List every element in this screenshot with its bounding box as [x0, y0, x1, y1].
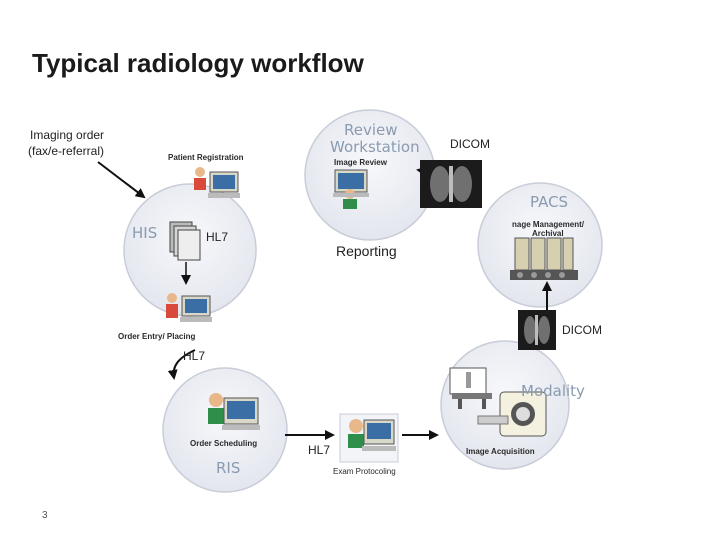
hl7-left-label: HL7 [183, 349, 206, 363]
xray-image-bottom [518, 310, 556, 350]
mri-scanner-icon [477, 391, 547, 437]
modality-title: Modality [521, 382, 585, 400]
xray-image-top [420, 160, 482, 208]
hl7-bottom-label: HL7 [308, 443, 331, 457]
imaging-order-label: Imaging order [30, 128, 105, 142]
hl7-his-label: HL7 [206, 230, 229, 244]
review-title: Review [344, 121, 398, 139]
order-scheduling-icon [208, 393, 260, 430]
image-review-icon [333, 169, 369, 209]
order-scheduling-caption: Order Scheduling [190, 439, 258, 448]
archival-caption: Archival [532, 229, 564, 238]
order-entry-icon [166, 293, 212, 322]
his-to-ris-arrow [167, 349, 196, 380]
patient-registration-icon [194, 167, 240, 198]
dicom-top-label: DICOM [450, 137, 490, 151]
xray-machine-icon [449, 367, 492, 409]
order-arrow [97, 161, 146, 199]
image-review-caption: Image Review [334, 158, 387, 167]
imaging-order-sublabel: (fax/e-referral) [28, 144, 105, 158]
exam-protocoling-icon [339, 413, 399, 463]
ris-title: RIS [216, 459, 241, 477]
pacs-title: PACS [530, 193, 569, 211]
documents-icon [169, 221, 201, 261]
image-management-caption: nage Management/ [512, 220, 585, 229]
image-acquisition-caption: Image Acquisition [466, 447, 535, 456]
reporting-label: Reporting [336, 243, 397, 259]
patient-registration-caption: Patient Registration [168, 153, 244, 162]
exam-protocoling-caption: Exam Protocoling [333, 467, 396, 476]
pacs-servers-icon [510, 237, 578, 280]
page-number: 3 [42, 510, 48, 521]
workstation-title: Workstation [330, 138, 420, 156]
dicom-right-label: DICOM [562, 323, 602, 337]
order-entry-caption: Order Entry/ Placing [118, 332, 196, 341]
his-title: HIS [132, 224, 158, 242]
slide-title: Typical radiology workflow [32, 48, 364, 78]
